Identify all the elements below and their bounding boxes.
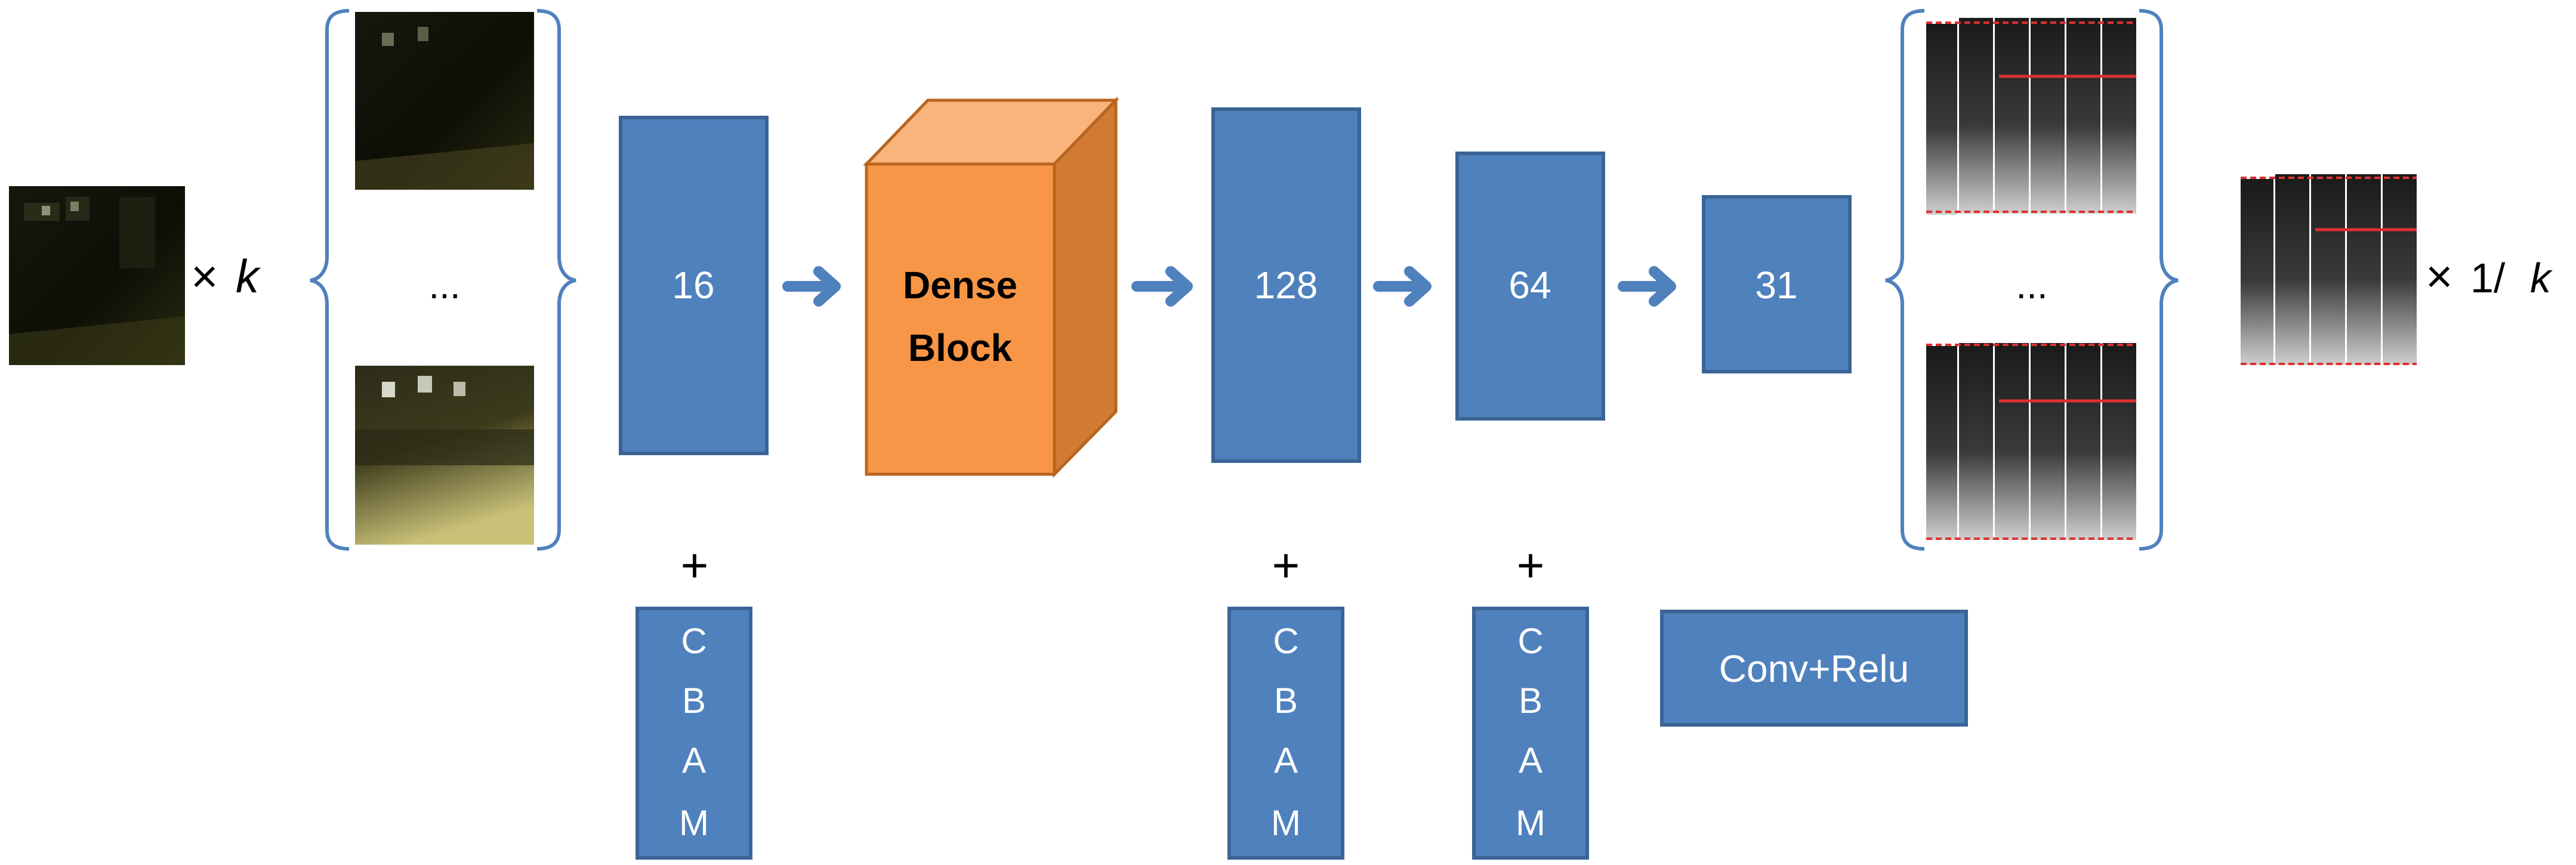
plus-symbol: + <box>681 539 709 592</box>
cbam-letter-m: M <box>1271 803 1301 843</box>
cbam-letter-m: M <box>679 803 709 843</box>
layer-64-label: 64 <box>1508 264 1551 307</box>
input-multiplier: × k <box>191 250 261 302</box>
conv-relu-label: Conv+Relu <box>1719 647 1909 690</box>
cbam-letter-c: C <box>681 621 707 661</box>
output-stack-final <box>2241 174 2417 365</box>
plus-symbol: + <box>1272 539 1300 592</box>
plus-symbol: + <box>1517 539 1545 592</box>
cbam-letter-m: M <box>1516 803 1545 843</box>
output-multiplier: × 1/ k <box>2426 250 2553 302</box>
layer-31-label: 31 <box>1755 264 1797 307</box>
one-over-text: 1/ <box>2470 255 2506 301</box>
cbam-letter-b: B <box>1519 681 1542 721</box>
dense-block: Dense Block <box>863 96 1119 478</box>
cbam-letter-a: A <box>682 740 706 780</box>
layer-128: 128 <box>1211 107 1361 463</box>
arrow-4 <box>1618 266 1676 307</box>
enhanced-image-top <box>355 12 534 190</box>
dense-block-label-line2: Block <box>908 326 1013 369</box>
cbam-module-2: + C B A M <box>1227 539 1344 860</box>
cbam-letter-a: A <box>1519 740 1542 780</box>
arrow-1 <box>782 266 841 307</box>
input-image <box>9 186 185 365</box>
dense-block-label-line1: Dense <box>903 264 1017 307</box>
cbam-letter-b: B <box>1274 681 1298 721</box>
cbam-letter-a: A <box>1274 740 1298 780</box>
cbam-letter-c: C <box>1273 621 1298 661</box>
input-group-bracket <box>310 9 576 551</box>
cbam-module-1: + C B A M <box>635 539 752 860</box>
k-variable: k <box>2530 255 2553 301</box>
output-group-ellipsis: ... <box>2016 264 2047 307</box>
times-symbol: × <box>191 250 218 302</box>
layer-16: 16 <box>619 116 769 455</box>
times-symbol: × <box>2426 250 2453 302</box>
layer-64: 64 <box>1455 152 1605 421</box>
k-variable: k <box>236 250 261 302</box>
output-stack-bottom <box>1926 343 2136 540</box>
cbam-letter-c: C <box>1517 621 1543 661</box>
layer-128-label: 128 <box>1254 264 1318 307</box>
output-group-bracket <box>1885 9 2179 551</box>
arrow-2 <box>1131 266 1193 307</box>
cbam-module-3: + C B A M <box>1472 539 1589 860</box>
arrow-3 <box>1373 266 1432 307</box>
layer-31: 31 <box>1702 195 1852 373</box>
enhanced-image-bottom <box>355 366 534 545</box>
input-group-ellipsis: ... <box>428 264 460 307</box>
layer-16-label: 16 <box>672 264 714 307</box>
cbam-letter-b: B <box>682 681 706 721</box>
conv-relu-legend: Conv+Relu <box>1660 610 1968 727</box>
output-stack-top <box>1926 18 2136 215</box>
